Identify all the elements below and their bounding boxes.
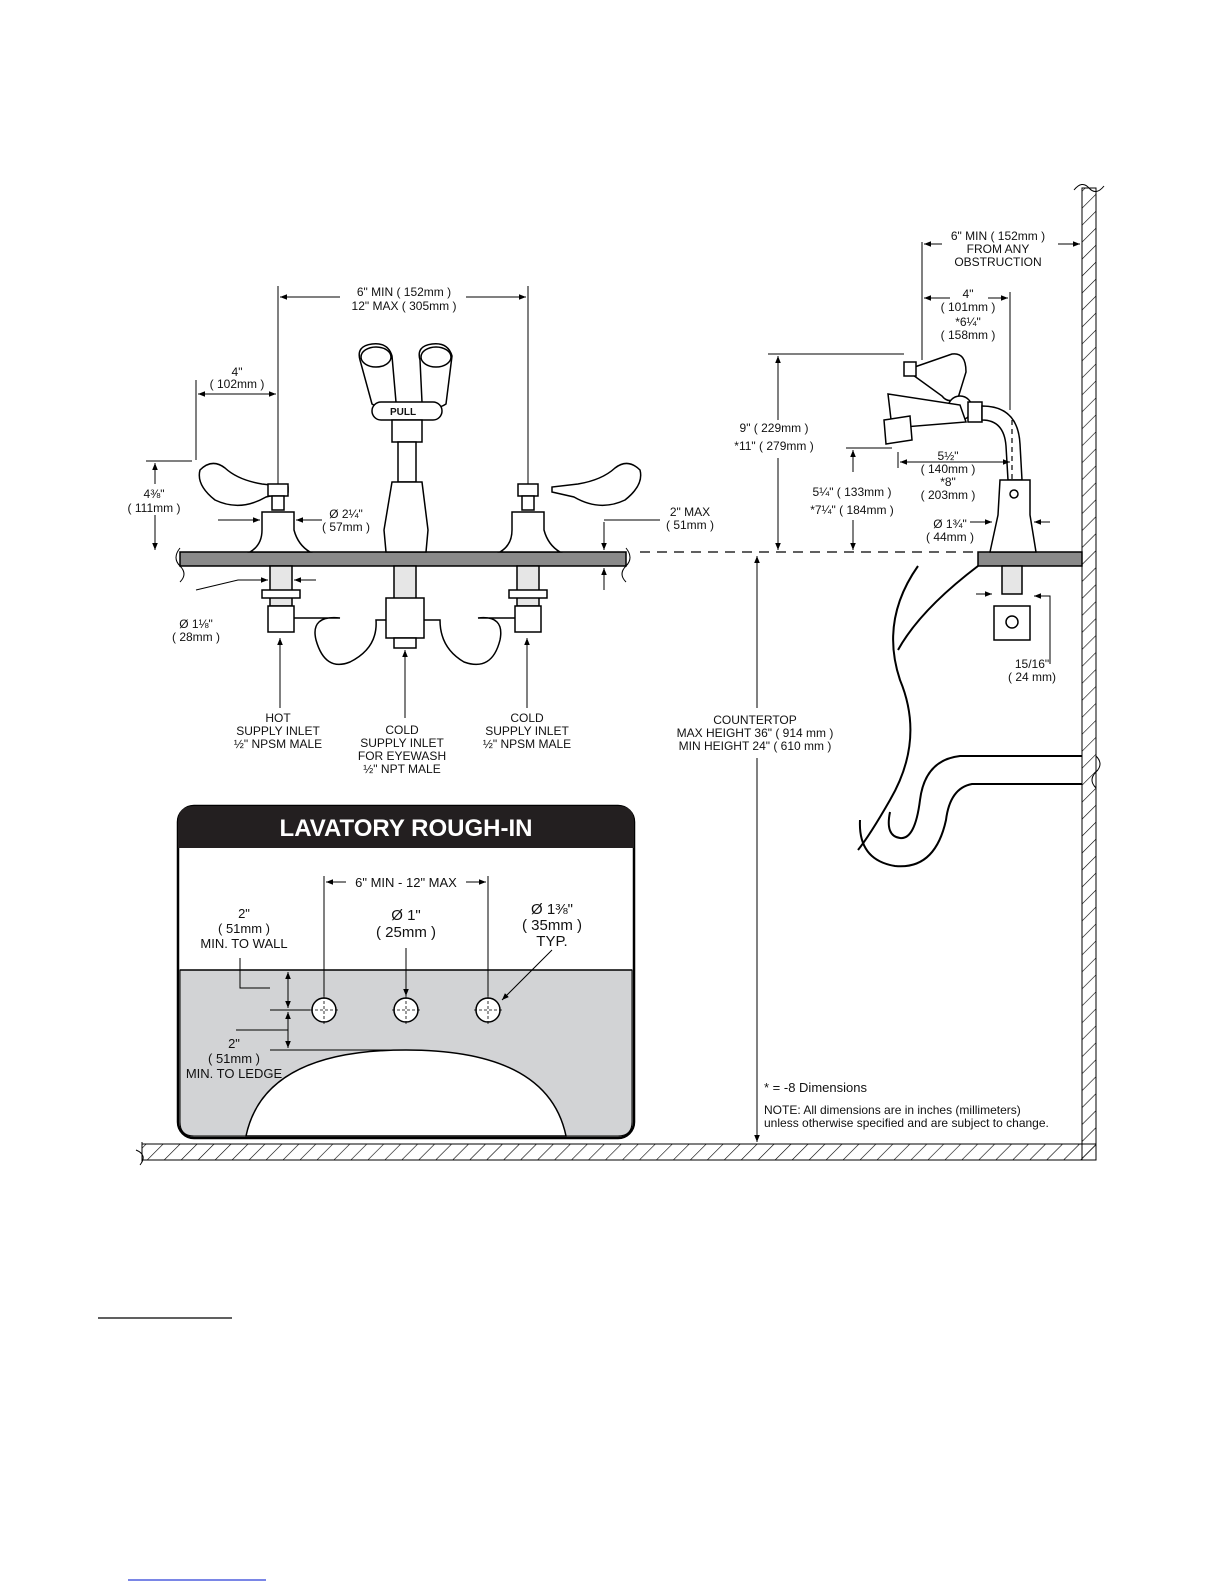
handle-offset-1: 4" [232, 365, 243, 379]
nut-label-1: 15/16" [1015, 657, 1049, 671]
handle-height-1: 4⅜" [144, 487, 165, 501]
rough-in-hole-center: Ø 1"( 25mm ) [376, 907, 436, 941]
handle-height-2: ( 111mm ) [128, 501, 181, 515]
note-line-2: unless otherwise specified and are subje… [764, 1116, 1049, 1130]
reach-5-label: 5½"( 140mm )*8"( 203mm ) [921, 449, 976, 502]
deck-max-2: ( 51mm ) [666, 518, 714, 532]
spacing-label-2: 12" MAX ( 305mm ) [352, 299, 457, 313]
height-5-label-2: *7¼" ( 184mm ) [810, 503, 894, 517]
notes: * = -8 Dimensions NOTE: All dimensions a… [764, 1080, 1049, 1130]
base-dia-2: ( 57mm ) [322, 520, 370, 534]
floor [135, 1142, 1097, 1166]
reach-label: 4"( 101mm )*6¼"( 158mm ) [941, 287, 996, 342]
rough-in-ledge: 2"( 51mm )MIN. TO LEDGE [186, 1036, 283, 1081]
shank-dia-1: Ø 1⅛" [179, 617, 213, 631]
spacing-label-1: 6" MIN ( 152mm ) [357, 285, 451, 299]
rough-in-hole-side: Ø 1⅜"( 35mm )TYP. [522, 901, 582, 950]
under-sink-plumbing [261, 565, 548, 666]
side-eyewash [883, 353, 1037, 641]
wall [1073, 184, 1105, 1161]
hot-handle [198, 462, 313, 553]
rough-in-title: LAVATORY ROUGH-IN [280, 815, 533, 842]
dimension-lines [146, 241, 1080, 1142]
base-dia-1: Ø 2¼" [329, 507, 363, 521]
sink-bowl-and-trap [857, 565, 1101, 868]
height-9-label-1: 9" ( 229mm ) [740, 421, 809, 435]
height-9-label-2: *11" ( 279mm ) [734, 439, 813, 453]
dimension-labels: 6" MIN ( 152mm ) 12" MAX ( 305mm ) 4" ( … [128, 229, 1056, 776]
nut-label-2: ( 24 mm) [1008, 670, 1056, 684]
side-dia-label-1: Ø 1¾" [933, 517, 967, 531]
rough-in-panel: LAVATORY ROUGH-IN 6" MIN - 12" MAX 2"( [176, 804, 636, 1140]
eyewash-head: PULL [358, 343, 453, 553]
handle-offset-2: ( 102mm ) [210, 377, 265, 391]
side-dia-label-2: ( 44mm ) [926, 530, 974, 544]
rough-in-spacing: 6" MIN - 12" MAX [355, 875, 457, 890]
cold-handle [497, 462, 642, 553]
footnote: * = -8 Dimensions [764, 1080, 867, 1095]
shank-dia-2: ( 28mm ) [172, 630, 220, 644]
deck-max-1: 2" MAX [670, 505, 710, 519]
rough-in-wall: 2"( 51mm )MIN. TO WALL [200, 906, 287, 951]
note-line-1: NOTE: All dimensions are in inches (mill… [764, 1103, 1021, 1117]
height-5-label-1: 5¼" ( 133mm ) [813, 485, 892, 499]
pull-label: PULL [390, 407, 416, 418]
countertop-slab [175, 547, 1083, 583]
